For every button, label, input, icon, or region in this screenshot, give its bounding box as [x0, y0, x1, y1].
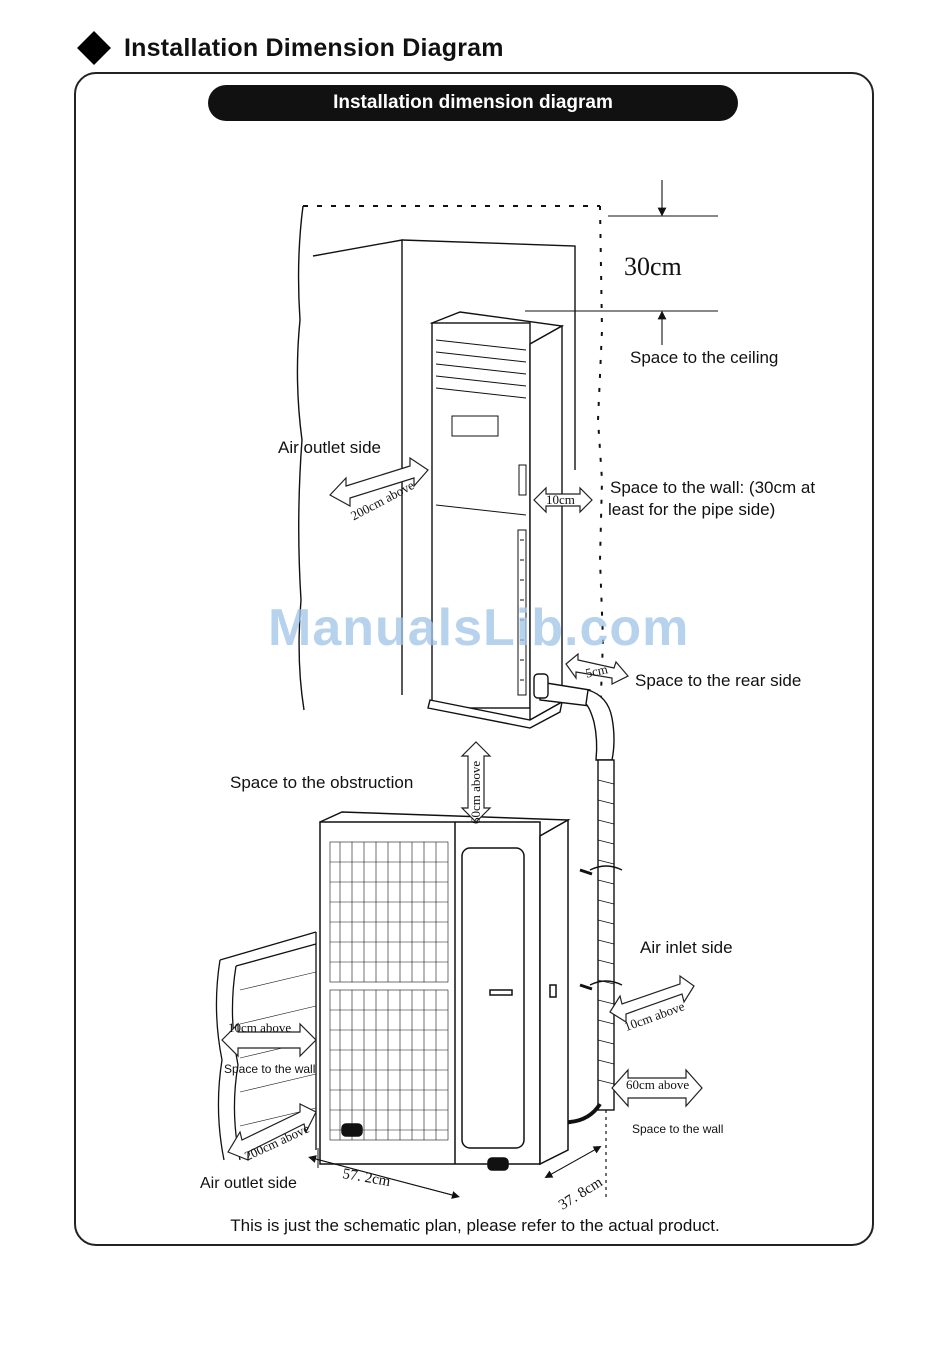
right-wall-value: 60cm above [626, 1077, 690, 1092]
heading-text: Installation Dimension Diagram [124, 33, 504, 62]
ceiling-dimension [525, 180, 718, 345]
obstruction-label: Space to the obstruction [230, 773, 414, 792]
right-wall-label: Space to the wall [632, 1122, 724, 1136]
room-walls [296, 205, 605, 721]
clearance-arrows [221, 456, 703, 1161]
indoor-unit [427, 311, 565, 729]
wall-label-line2: least for the pipe side) [608, 500, 776, 519]
outlet-arrow [329, 456, 429, 508]
outdoor-unit [319, 811, 593, 1171]
right-wall-arrow [611, 1068, 703, 1108]
left-wall-arrow [221, 1022, 317, 1058]
left-wall-value: 10cm above [228, 1020, 292, 1035]
inlet-arrow [609, 974, 695, 1024]
watermark: ManualsLib.com [268, 599, 690, 657]
rear-label: Space to the rear side [635, 671, 802, 690]
indoor-outlet-label: Air outlet side [278, 438, 381, 457]
ceiling-value: 30cm [624, 252, 682, 281]
wall-arrow-10cm [533, 486, 593, 514]
section-heading: Installation Dimension Diagram [74, 28, 504, 68]
footer-note: This is just the schematic plan, please … [230, 1216, 720, 1235]
obstruction-arrow [460, 741, 492, 823]
left-outlet-arrow [227, 1103, 317, 1161]
base-dimensions [308, 1146, 602, 1199]
ceiling-label: Space to the ceiling [630, 348, 779, 367]
obstruction-value: 60cm above [468, 760, 483, 824]
refrigerant-pipe [533, 673, 623, 1132]
inlet-label: Air inlet side [640, 938, 733, 957]
rear-arrow-5cm [565, 652, 629, 685]
wall-label-line1: Space to the wall: (30cm at [610, 478, 816, 497]
wall-value: 10cm [546, 492, 575, 507]
outdoor-outlet-label: Air outlet side [200, 1175, 297, 1192]
diagram-frame [74, 72, 874, 1246]
left-wall-label: Space to the wall [224, 1062, 316, 1076]
diagram-banner: Installation dimension diagram [208, 85, 738, 121]
